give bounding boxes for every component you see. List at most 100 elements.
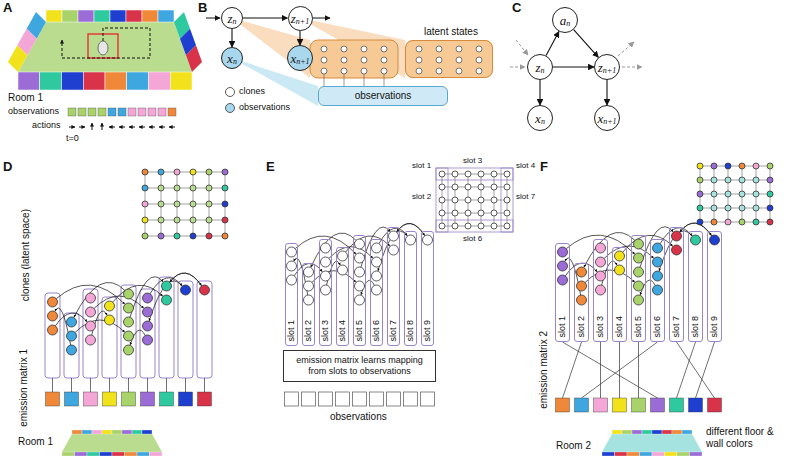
observation-square: [575, 398, 589, 412]
context-arrow: [516, 40, 528, 55]
observation-square: [404, 392, 418, 406]
node-text: emission matrix learns mapping from slot…: [284, 355, 435, 377]
clone-dot: [381, 46, 387, 52]
node-text: slot 5: [634, 316, 644, 338]
wall-tile: [126, 10, 142, 22]
action-arrow: [92, 123, 93, 130]
wall-tile: [672, 430, 682, 434]
transition-arrow: [170, 273, 202, 285]
grid-node: [206, 169, 212, 175]
wall-tile: [142, 430, 152, 434]
slot-column: slot 3: [593, 239, 608, 342]
observation-square: [68, 108, 76, 116]
grid-node: [491, 223, 497, 229]
grid-node: [504, 184, 510, 190]
observation-square: [353, 392, 367, 406]
wall-tile: [122, 430, 132, 434]
emission-line: [109, 378, 110, 392]
grid-node: [697, 163, 703, 169]
observation-square: [98, 108, 106, 116]
row-label: observations: [330, 411, 387, 423]
slot-column: slot 1: [555, 243, 570, 342]
grid-node: [452, 171, 458, 177]
edge-arrow: [553, 66, 594, 67]
node-text: slot 6: [653, 316, 663, 338]
wall-tile: [158, 10, 174, 22]
action-arrow: [102, 123, 103, 130]
observation-square: [65, 392, 79, 406]
grid-node: [504, 210, 510, 216]
wall-tile: [62, 10, 78, 22]
clone-node: [48, 311, 58, 321]
grid-node: [222, 233, 228, 239]
clone-node: [143, 321, 153, 331]
slot-label: slot 2: [412, 192, 431, 201]
slot-column: slot 3: [319, 239, 332, 346]
grid-node: [222, 185, 228, 191]
grid-node: [491, 210, 497, 216]
grid-node: [452, 184, 458, 190]
grid-node: [158, 217, 164, 223]
grid-node: [697, 205, 703, 211]
grid-node: [767, 205, 773, 211]
grid-node: [142, 217, 148, 223]
emission-line: [52, 378, 53, 392]
slot-label: slot 1: [412, 161, 431, 170]
clone-node: [304, 267, 314, 277]
grid-node: [711, 177, 717, 183]
clone-node: [372, 257, 382, 267]
node-text: slot 9: [710, 316, 720, 338]
clone-node: [355, 239, 365, 249]
grid-node: [767, 163, 773, 169]
observation-square: [108, 108, 116, 116]
clone-node: [124, 345, 134, 355]
clone-node: [287, 275, 297, 285]
node-text: slot 3: [596, 316, 606, 338]
grid-node: [767, 191, 773, 197]
illustration-shape: [45, 273, 212, 378]
observation-square: [319, 392, 333, 406]
panel-letter: A: [3, 1, 12, 16]
clone-dot: [476, 68, 482, 74]
grid-line: [700, 180, 770, 181]
grid-node: [158, 201, 164, 207]
latent-states-box: latent states: [405, 40, 493, 78]
clone-node: [634, 281, 644, 291]
clone-node: zn: [221, 7, 243, 29]
clone-node: [672, 231, 682, 241]
illustration-shape: [8, 10, 202, 130]
grid-node: [439, 210, 445, 216]
grid-node: [190, 201, 196, 207]
observation-square: [708, 398, 722, 412]
clone-node: [672, 245, 682, 255]
grid-node: [142, 233, 148, 239]
clone-node: [615, 251, 625, 261]
clone-dot: [381, 57, 387, 63]
clone-node: [372, 285, 382, 295]
node-text: slot 4: [615, 316, 625, 338]
slot-label: slot 3: [463, 156, 482, 165]
transition-arrow: [130, 277, 163, 318]
observation-square: [651, 398, 665, 412]
clone-node: [389, 231, 399, 241]
grid-line: [145, 220, 225, 221]
legend-text: observations: [239, 102, 290, 112]
node-text: slot 3: [321, 320, 331, 342]
clone-node: [558, 275, 568, 285]
clone-node: [338, 251, 348, 261]
clone-dot: [476, 46, 482, 52]
observations-box: observations: [318, 86, 448, 106]
latent-states-fill: [405, 40, 493, 78]
subscript: n: [541, 67, 545, 75]
clone-node: [577, 281, 587, 291]
grid-node: [725, 163, 731, 169]
wall-tile: [150, 452, 163, 456]
latent-node: zn: [527, 54, 553, 80]
grid-node: [504, 223, 510, 229]
grid-node: [697, 177, 703, 183]
panel-letter: F: [540, 160, 548, 175]
grid-node: [190, 217, 196, 223]
observation-square: [179, 392, 193, 406]
grid-node: [504, 197, 510, 203]
